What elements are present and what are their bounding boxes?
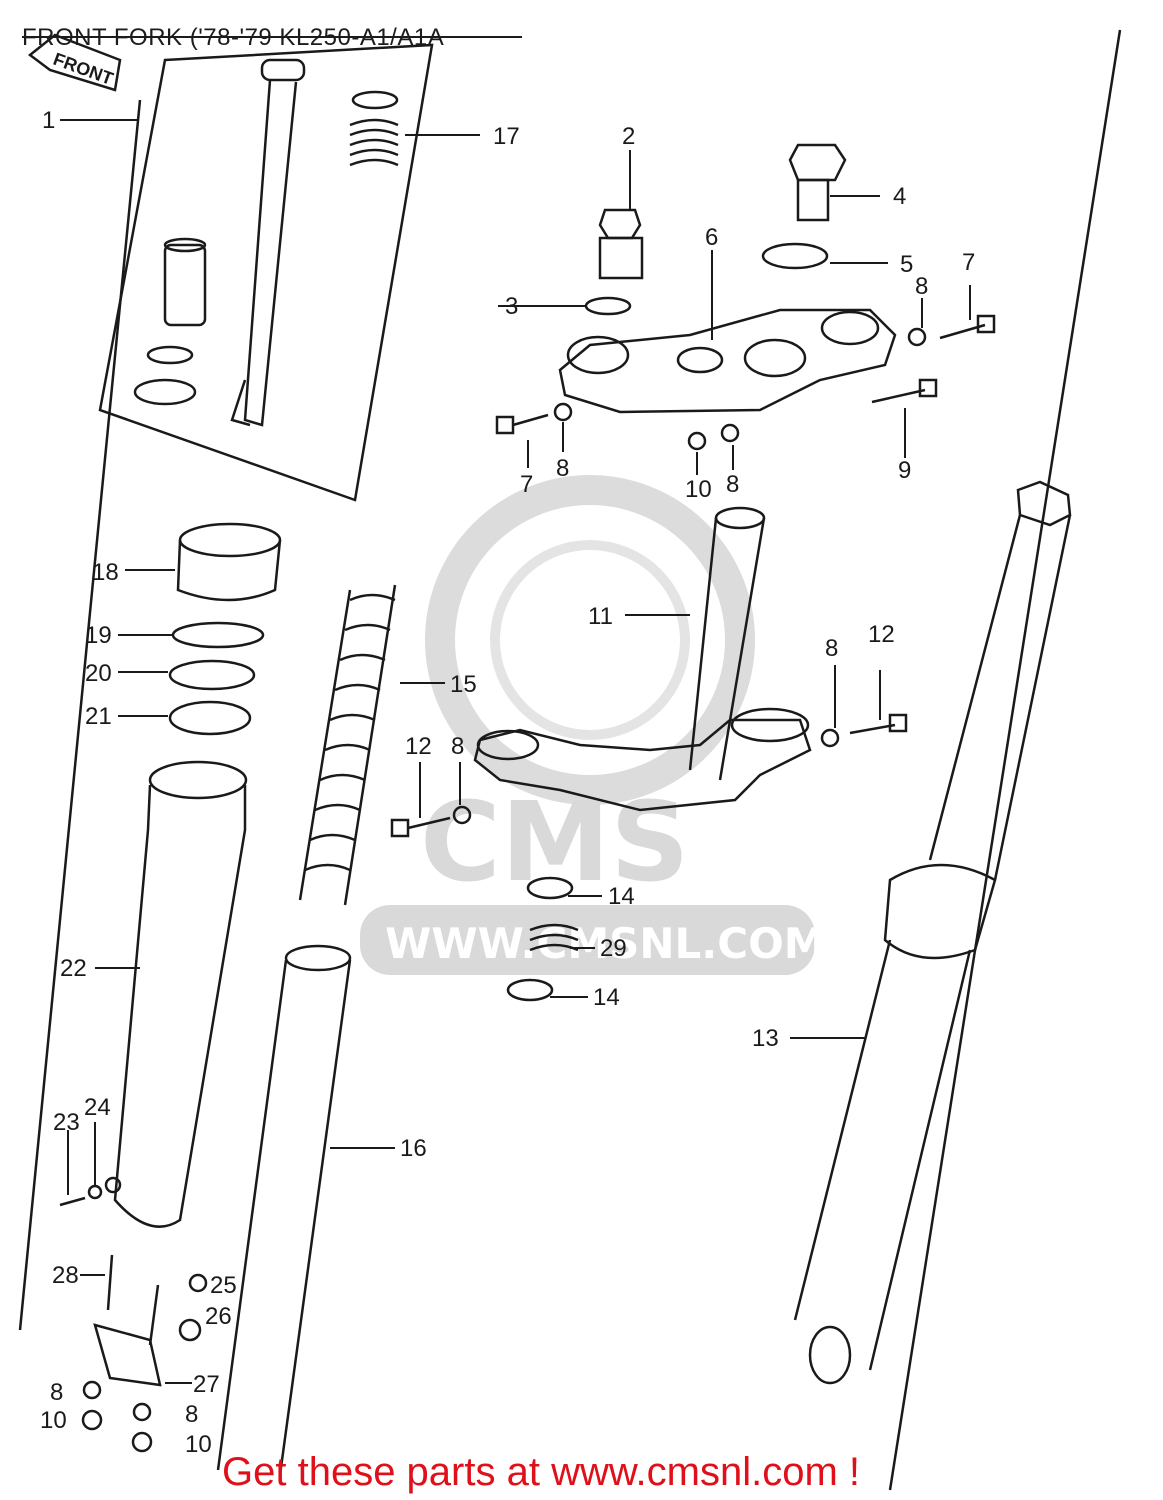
part-8-washer-d [820,728,840,748]
callout-17: 17 [493,123,520,150]
callout-13: 13 [752,1025,779,1052]
callout-7-left: 7 [520,471,533,498]
part-15-long-spring [298,584,397,906]
part-lower-bracket [473,707,812,812]
callout-20: 20 [85,660,112,687]
callout-8-mid: 8 [726,471,739,498]
watermark-site: WWW.CMSNL.COM [385,919,826,968]
part-26-bolt [178,1318,202,1342]
callout-8-top: 8 [915,273,928,300]
callout-11: 11 [588,603,613,630]
callout-7-right: 7 [962,249,975,276]
part-7-bolt-left [495,413,549,435]
part-11-steering-stem [688,506,766,781]
part-28-stud-a [106,1254,114,1311]
callout-3: 3 [505,293,518,320]
part-8-washer-b [553,402,573,422]
part-19-ring [171,621,265,649]
callout-19: 19 [85,622,112,649]
part-12-bolt-left [390,816,451,838]
part-6-upper-bracket [558,308,897,414]
callout-23: 23 [53,1109,80,1136]
part-2-cap-bolt [598,208,644,280]
part-10-nut-b [81,1409,103,1431]
title-strikethrough [22,36,522,38]
callout-14-top: 14 [608,883,635,910]
callout-5: 5 [900,251,913,278]
part-12-bolt-right [849,713,908,735]
part-9-bolt [871,378,938,404]
watermark-badge [360,905,815,975]
diagram-title: FRONT FORK ('78-'79 KL250-A1/A1A [22,24,445,51]
callout-26: 26 [205,1303,232,1330]
callout-29: 29 [600,935,627,962]
callout-2: 2 [622,123,635,150]
part-22-outer-tube-left [104,760,248,1228]
part-damper-cylinder [133,237,207,406]
part-14-collar-bottom [506,978,554,1002]
part-25-washer [188,1273,208,1293]
callout-18: 18 [92,559,119,586]
part-16-inner-tube [216,944,352,1476]
callout-8-right: 8 [825,635,838,662]
callout-labels: 1 2 3 4 5 6 7 8 9 7 8 10 8 17 18 19 20 2… [40,107,975,1458]
callout-12-left: 12 [405,733,432,760]
part-10-nut-a [687,431,707,451]
part-inner-tube-small [230,58,306,427]
callout-12-right: 12 [868,621,895,648]
fork-assembly-frame [98,43,434,502]
part-10-nut-c [131,1431,153,1453]
callout-22: 22 [60,955,87,982]
assembly-guide-line [18,99,142,1331]
callout-10-top: 10 [685,476,712,503]
callout-8-lower: 8 [451,733,464,760]
watermark-big: CMS [420,778,689,906]
callout-15: 15 [450,671,477,698]
callout-8-bl: 8 [50,1379,63,1406]
part-27-axle-clamp [93,1323,162,1387]
callout-10-br: 10 [185,1431,212,1458]
callout-14-bottom: 14 [593,984,620,1011]
callout-25: 25 [210,1272,237,1299]
callout-4: 4 [893,183,906,210]
part-24-washer [87,1184,103,1200]
part-8-washer-c [720,423,740,443]
callout-27: 27 [193,1371,220,1398]
part-5-washer [761,242,829,270]
part-28-stud-b [148,1284,160,1346]
part-8-washer-g [132,1402,152,1422]
part-20-ring [168,659,256,691]
part-7-bolt-right [939,314,996,340]
leader-lines [60,119,971,1384]
callout-8-left: 8 [556,455,569,482]
callout-8-br: 8 [185,1401,198,1428]
callout-24: 24 [84,1094,111,1121]
front-arrow-icon [27,33,122,92]
promo-link-text[interactable]: Get these parts at www.cmsnl.com ! [222,1450,860,1494]
part-14-collar-top [526,876,574,900]
callout-6: 6 [705,224,718,251]
part-17-small-spring [349,90,399,167]
part-8-washer-a [907,327,927,347]
callout-10-bl: 10 [40,1407,67,1434]
callout-28: 28 [52,1262,79,1289]
part-8-washer-f [82,1380,102,1400]
callout-9: 9 [898,457,911,484]
part-21-oil-seal [168,700,252,736]
part-4-bolt [788,143,847,222]
assembly-guide-line-right [888,29,1122,1491]
part-3-washer [584,296,632,316]
part-13-fork-leg-right [793,480,1072,1385]
callout-21: 21 [85,703,112,730]
callout-1: 1 [42,107,55,134]
part-23-screw [59,1196,86,1207]
cmsnl-watermark: CMS WWW.CMSNL.COM [360,475,826,975]
part-18-dust-seal [176,522,282,602]
callout-16: 16 [400,1135,427,1162]
part-8-washer-e [452,805,472,825]
